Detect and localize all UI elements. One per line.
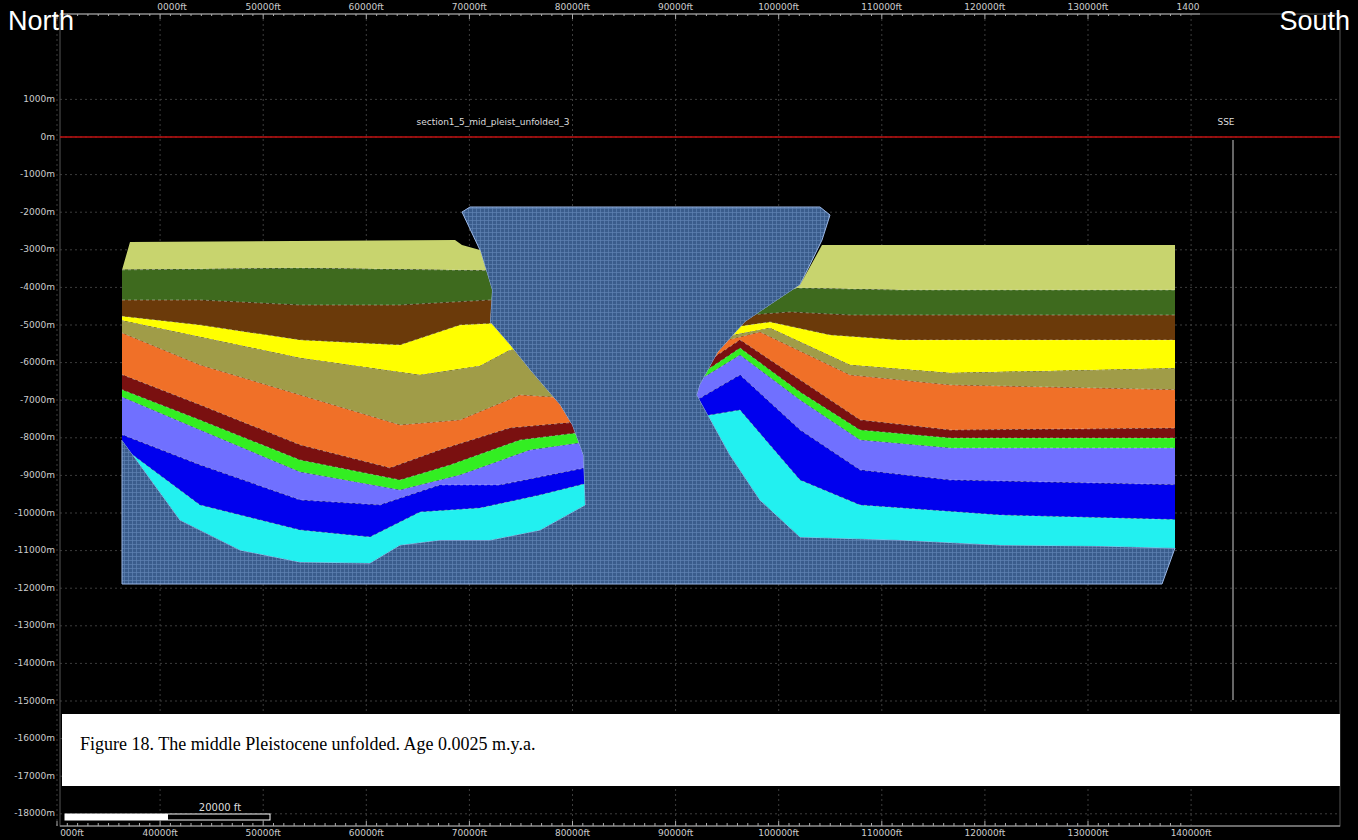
horizon-line [110,300,600,305]
axis-tick-label: -13000m [14,621,55,630]
axis-tick-label: 70000ft [452,3,487,12]
axis-tick-label: 50000ft [246,3,281,12]
axis-tick-label: -3000m [20,245,55,254]
direction-label: North [8,8,74,35]
axis-tick-label: 130000ft [1067,3,1108,12]
axis-tick-label: -12000m [14,584,55,593]
horizon-line [110,430,600,505]
axis-tick-label: 90000ft [658,3,693,12]
axis-tick-label: -1000m [20,170,55,179]
axis-tick-label: 50000ft [246,829,281,838]
axis-tick-label: 100000ft [758,829,799,838]
axis-tick-label: 1400 [1177,3,1200,12]
axis-tick-label: 70000ft [452,829,487,838]
horizon-line [680,328,1190,373]
axis-tick-label: 140000ft [1171,829,1212,838]
horizon-line [680,348,1190,438]
horizon-line [680,355,1190,448]
strata-south [680,230,1190,600]
axis-tick-label: -9000m [20,471,55,480]
axis-tick-label: -14000m [14,659,55,668]
caption-box: Figure 18. The middle Pleistocene unfold… [62,714,1340,786]
grid-lines [57,14,1340,826]
axis-tick-label: -7000m [20,396,55,405]
section-end-line [1232,140,1234,700]
axis-tick-label: 60000ft [349,829,384,838]
sea-level-line [60,136,1340,138]
axis-tick-label: 0m [41,133,56,142]
axis-tick-label: 80000ft [555,3,590,12]
stratum-layer [110,230,600,272]
axis-tick-label: 0000ft [157,3,186,12]
axis-tick-label: 120000ft [964,829,1005,838]
horizon-line [110,315,600,345]
scale-label: 20000 ft [199,803,241,813]
horizon-line [680,322,1190,340]
scale-bar [65,814,270,820]
axis-tick-label: -11000m [14,546,55,555]
axis-tick-label: -18000m [14,809,55,818]
horizon-line [110,385,600,480]
axis-tick-label: 80000ft [555,829,590,838]
axis-tick-label: -17000m [14,772,55,781]
axis-tick-label: 1000m [23,95,55,104]
figure-caption: Figure 18. The middle Pleistocene unfold… [80,734,1322,755]
axis-tick-label: 120000ft [964,3,1005,12]
horizon-line [680,375,1190,485]
horizon-line [110,438,600,537]
axis-tick-label: -8000m [20,433,55,442]
axis-tick-label: -2000m [20,208,55,217]
axis-tick-label: -4000m [20,283,55,292]
axis-tick-label: 100000ft [758,3,799,12]
horizon-line [110,370,600,468]
direction-label: South [1279,8,1350,35]
plot-frame [60,14,1340,826]
axis-tick-label: 60000ft [349,3,384,12]
stratum-layer [680,230,1190,300]
axis-tick-label: -10000m [14,509,55,518]
horizon-line [110,268,600,272]
horizon-line [680,332,1190,390]
strata-north [110,230,600,600]
horizon-line [680,340,1190,430]
axis-tick-label: 90000ft [658,829,693,838]
stratum-layer [110,268,600,305]
axis-tick-label: 40000ft [143,829,178,838]
horizon-line [680,312,1190,320]
axis-tick-label: -6000m [20,358,55,367]
axis-tick-label: 110000ft [861,3,902,12]
horizon-line [680,410,1190,520]
horizon-line [110,392,600,490]
horizon-line [110,328,600,425]
stratum-layer [680,410,1190,600]
axis-tick-label: 000ft [60,829,84,838]
axis-tick-label: -15000m [14,697,55,706]
axis-tick-label: 130000ft [1068,829,1109,838]
axis-tick-label: -16000m [14,734,55,743]
section-name: section1_5_mid_pleist_unfolded_3 [416,118,569,127]
horizon-line [680,288,1190,300]
stratum-layer [110,438,600,600]
axis-rulers [57,14,1340,826]
axis-tick-label: -5000m [20,321,55,330]
section-end-label: SSE [1217,118,1234,127]
horizon-line [110,318,600,375]
axis-tick-label: 110000ft [861,829,902,838]
